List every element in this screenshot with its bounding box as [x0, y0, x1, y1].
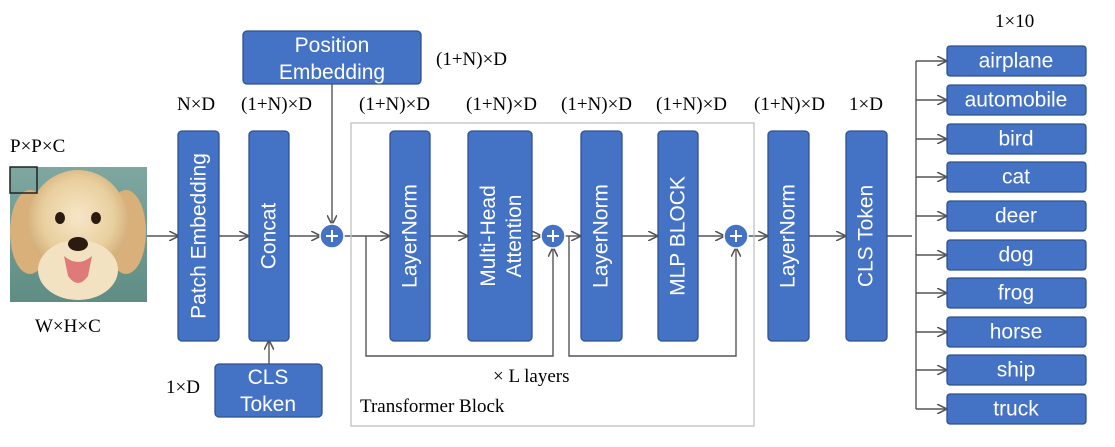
cls-token-out-dims: 1×D — [849, 94, 883, 115]
layernorm-final-label: LayerNorm — [777, 184, 800, 288]
transformer-block-frame — [350, 122, 755, 427]
layernorm-2-block — [580, 130, 623, 342]
mlp-label: MLP BLOCK — [667, 176, 690, 296]
layernorm-1-block — [389, 130, 431, 342]
cls-token-out-label: CLS Token — [855, 185, 878, 287]
cls-token-in-block — [214, 363, 323, 418]
class-label: truck — [993, 398, 1039, 421]
position-embedding-label-line2: Embedding — [279, 61, 385, 84]
cls-token-in-label-line1: CLS — [248, 366, 289, 389]
concat-label: Concat — [258, 203, 281, 270]
class-box — [946, 354, 1087, 386]
class-label: cat — [1002, 166, 1030, 189]
add-node-residual-1 — [540, 223, 566, 249]
position-embedding-dims: (1+N)×D — [436, 49, 507, 70]
class-box — [946, 393, 1087, 425]
patch-dims-label: P×P×C — [10, 136, 65, 157]
class-label: ship — [997, 359, 1036, 382]
class-box — [946, 123, 1087, 155]
cls-token-in-dims: 1×D — [166, 377, 200, 398]
output-dims: 1×10 — [995, 11, 1034, 32]
concat-dims: (1+N)×D — [241, 94, 312, 115]
layernorm-final-dims: (1+N)×D — [754, 94, 825, 115]
patch-highlight — [9, 166, 38, 194]
mha-dims: (1+N)×D — [466, 94, 537, 115]
class-box — [946, 200, 1087, 232]
puppy-image — [10, 167, 147, 302]
patch-embedding-block — [177, 130, 220, 342]
class-box — [946, 316, 1087, 348]
patch-embedding-label: Patch Embedding — [188, 153, 211, 319]
mlp-dims: (1+N)×D — [656, 94, 727, 115]
mlp-block — [657, 130, 699, 342]
image-dims-label: W×H×C — [35, 316, 101, 337]
cls-token-in-label-line2: Token — [240, 393, 296, 416]
layernorm-2-dims: (1+N)×D — [561, 94, 632, 115]
mha-block — [467, 130, 533, 342]
class-box — [946, 84, 1087, 116]
position-embedding-block — [242, 30, 422, 85]
layers-repeat-label: × L layers — [493, 366, 569, 387]
add-node-residual-2 — [723, 223, 749, 249]
connections — [147, 61, 946, 409]
layernorm-1-dims: (1+N)×D — [359, 94, 430, 115]
layernorm-2-label: LayerNorm — [590, 184, 613, 288]
mha-label-line2: Attention — [503, 195, 526, 278]
class-label: automobile — [965, 89, 1068, 112]
class-label: bird — [998, 128, 1033, 151]
class-box — [946, 45, 1087, 77]
cls-token-out-block — [845, 130, 888, 342]
layernorm-1-label: LayerNorm — [399, 184, 422, 288]
class-box — [946, 161, 1087, 193]
add-node-position — [319, 223, 345, 249]
layernorm-final-block — [767, 130, 810, 342]
class-label: horse — [990, 321, 1043, 344]
position-embedding-label-line1: Position — [295, 34, 370, 57]
class-label: deer — [995, 205, 1037, 228]
class-label: frog — [998, 282, 1034, 305]
class-box — [946, 239, 1087, 271]
transformer-block-label: Transformer Block — [360, 396, 505, 417]
class-label: airplane — [979, 50, 1054, 73]
mha-label-line1: Multi-Head — [477, 185, 500, 287]
patch-embedding-dims: N×D — [177, 94, 215, 115]
class-label: dog — [998, 244, 1033, 267]
concat-block — [248, 130, 290, 342]
class-box — [946, 277, 1087, 309]
